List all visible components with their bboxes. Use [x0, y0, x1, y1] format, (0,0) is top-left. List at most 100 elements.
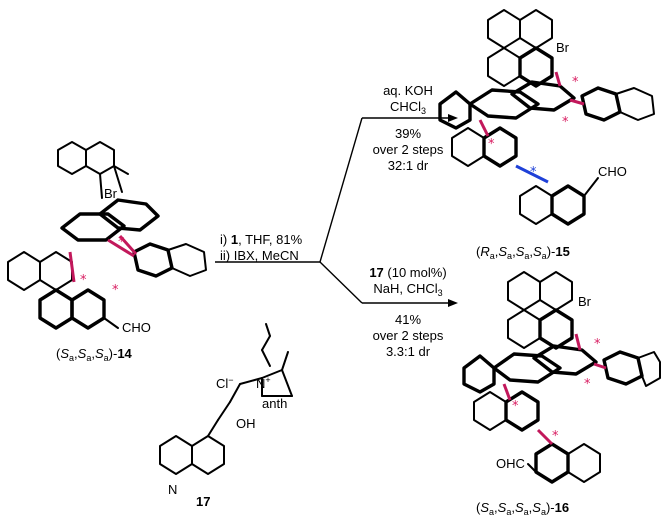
stereo-mark-14-2: * [80, 273, 87, 288]
naph16-ring-c [507, 309, 541, 349]
ammonium-label: N+ [256, 375, 271, 391]
naph15-top-left-ring [438, 90, 472, 130]
stereo-mark-14-1: * [118, 235, 125, 250]
compound-15-label: (Ra,Sa,Sa,Sa)-15 [476, 244, 570, 261]
stereo-mark-16-2: * [584, 377, 591, 392]
stereo-bond-14-b [68, 251, 76, 283]
top-reagent2: CHCl3 [390, 99, 426, 116]
stereo-mark-16-1: * [594, 337, 601, 352]
top-reagent1: aq. KOH [383, 83, 433, 98]
cho-label-14: CHO [122, 320, 151, 335]
naph15-core-ring1 [468, 88, 540, 120]
ohc-label-16: OHC [496, 456, 525, 471]
stereo-mark-15-blue: * [530, 165, 537, 180]
chloride-label: Cl− [216, 375, 234, 391]
compound-15-structure: * * * * Br CHO (Ra,Sa,Sa,Sa)-15 [438, 9, 655, 261]
br-label-14: Br [104, 186, 118, 201]
stereo-bond-15-c [478, 119, 490, 137]
top-yield: 39% [395, 126, 421, 141]
naph16-right-ring-b [637, 351, 661, 387]
naph14-core-ring2 [98, 198, 160, 232]
hydroxyl-label: OH [236, 416, 256, 431]
naph16-ring-d [538, 308, 574, 350]
quinoline-ring-a [159, 435, 193, 475]
stereo-bond-16-a [593, 362, 607, 370]
top-dr: 32:1 dr [388, 158, 429, 173]
stereo-mark-15-3: * [488, 137, 495, 152]
arrowhead-15 [448, 114, 458, 122]
compound-16-label: (Sa,Sa,Sa,Sa)-16 [476, 500, 569, 517]
bottom-reagent1: 17 (10 mol%) [369, 265, 446, 280]
stereo-mark-15-2: * [562, 115, 569, 130]
stereo-bond-16-c [502, 383, 512, 401]
naph15-bottom-ring-b [550, 184, 586, 226]
naph14-ring-b [85, 141, 115, 175]
naph15-core-ring2 [510, 80, 576, 112]
stereo-bond-14-a [118, 235, 138, 255]
quinoline-ring-b [191, 435, 225, 475]
naph15-right-ring-a [580, 86, 622, 122]
stereo-mark-15-1: * [572, 75, 579, 90]
cho-bond-15 [583, 177, 599, 197]
compound-14-structure: * * * Br CHO (Sa,Sa,Sa)-14 [7, 141, 207, 363]
naph16-top-left-ring [462, 354, 496, 394]
bottom-steps: over 2 steps [373, 328, 444, 343]
stereo-bond-16-d [536, 428, 554, 446]
compound-16-structure: * * * * Br OHC (Sa,Sa,Sa,Sa)-16 [462, 271, 661, 517]
naph14-left-ring-a [7, 251, 41, 291]
stereo-mark-14-3: * [112, 283, 119, 298]
naph16-ring-b [539, 271, 573, 311]
naph14-left-ring-b [39, 251, 73, 291]
naph14-ring-a [57, 141, 87, 175]
reaction-arrows [215, 114, 458, 307]
naph16-bottom-ring-a [534, 442, 570, 484]
step1-line1: i) 1, THF, 81% [220, 232, 303, 247]
cho-bond-16 [527, 463, 537, 473]
anth-label: anth [262, 396, 287, 411]
naph16-bottom-ring-b [567, 443, 601, 483]
bottom-reagent2: NaH, CHCl3 [373, 281, 442, 298]
arrowhead-16 [448, 299, 458, 307]
stereo-bond-15-a [569, 98, 585, 106]
naph15-left-ring-a [451, 127, 485, 167]
naph15-ring-a [487, 9, 521, 49]
stereo-bond-14-c [107, 238, 135, 258]
quinoline-n-label: N [168, 482, 177, 497]
top-steps: over 2 steps [373, 142, 444, 157]
naph15-ring-c [487, 47, 521, 87]
naph15-left-ring-b [482, 126, 518, 168]
naph16-left-ring-b [504, 390, 540, 432]
bottom-yield: 41% [395, 312, 421, 327]
naph14-lower-ring-b [70, 288, 106, 330]
naph16-right-ring-a [602, 350, 644, 386]
top-branch-conditions: aq. KOH CHCl3 39% over 2 steps 32:1 dr [373, 83, 444, 173]
stereo-bond-15-b [554, 71, 562, 87]
branch-down-diagonal [319, 261, 363, 304]
naph16-core-ring2 [532, 344, 598, 376]
cho-label-15: CHO [598, 164, 627, 179]
naph15-ring-b [519, 9, 553, 49]
naph16-core-ring1 [492, 352, 562, 384]
compound-14-label: (Sa,Sa,Sa)-14 [56, 346, 133, 363]
br-label-16: Br [578, 294, 592, 309]
stereo-mark-16-4: * [552, 429, 559, 444]
catalyst-17-number: 17 [196, 494, 210, 509]
naph14-right-ring-a [132, 242, 174, 278]
quinoline-link [207, 419, 219, 437]
naph14-core-ring1 [60, 212, 126, 242]
naph14-right-ring-b [167, 243, 207, 277]
naph15-right-ring-b [615, 87, 655, 121]
naph15-ring-d [518, 46, 554, 88]
stereo-bond-16-b [574, 333, 582, 351]
naph14-lower-ring [38, 288, 74, 330]
bottom-dr: 3.3:1 dr [386, 344, 431, 359]
catalyst-17-structure: Cl− N+ anth OH N 17 [159, 323, 293, 509]
naph16-ring-a [507, 271, 541, 311]
step1-line2: ii) IBX, MeCN [220, 248, 299, 263]
stereo-mark-16-3: * [512, 399, 519, 414]
naph15-bottom-ring-a [519, 185, 553, 225]
branch-up-diagonal [319, 117, 363, 263]
bottom-branch-conditions: 17 (10 mol%) NaH, CHCl3 41% over 2 steps… [369, 265, 446, 359]
new-bond-15 [515, 164, 549, 184]
